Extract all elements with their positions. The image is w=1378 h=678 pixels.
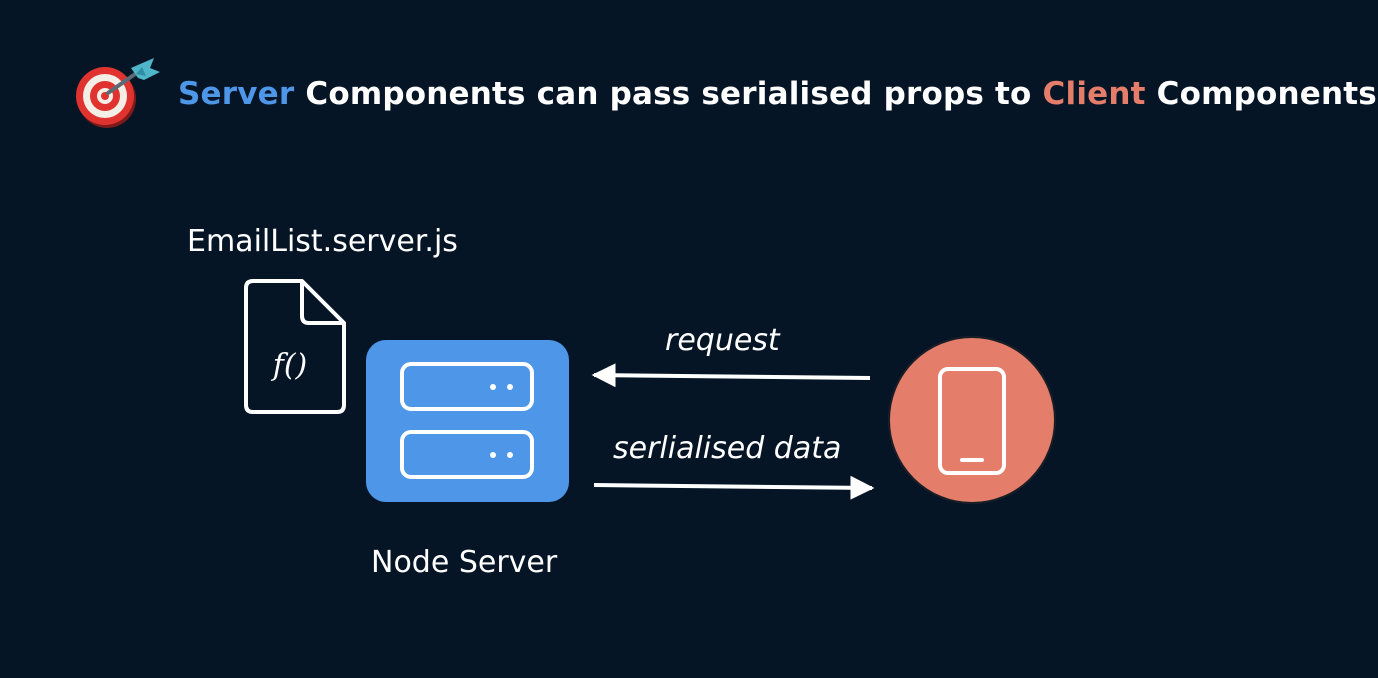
node-server-label: Node Server [371,545,558,580]
file-label: EmailList.server.js [187,224,458,259]
file-function-text: f() [271,348,308,383]
page-title: Server Components can pass serialised pr… [178,76,1377,112]
title-end-text: Components [1145,76,1377,112]
title-row: Server Components can pass serialised pr… [76,58,1377,130]
serialised-data-arrow [593,475,875,500]
serialised-data-label: serlialised data [613,431,842,466]
request-label: request [665,323,780,358]
title-client-word: Client [1042,76,1146,112]
server-icon [366,340,569,502]
dart-target-icon [76,58,160,128]
title-middle-text: Components can pass serialised props to [294,76,1043,112]
request-arrow [591,363,871,388]
file-icon: f() [244,279,346,414]
title-server-word: Server [178,76,295,112]
mobile-phone-icon [888,336,1056,504]
